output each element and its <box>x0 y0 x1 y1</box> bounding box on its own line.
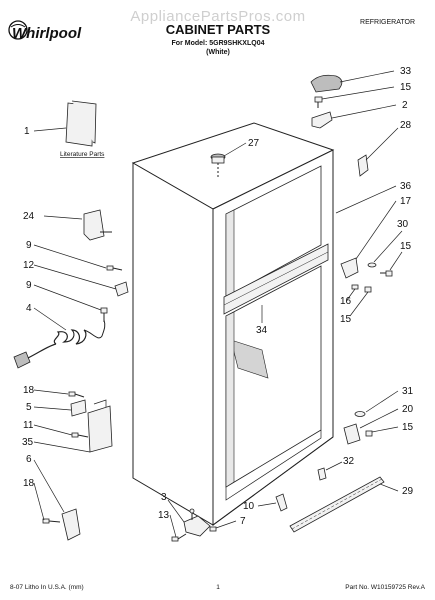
callout-11: 11 <box>23 420 34 431</box>
callout-17: 17 <box>400 196 412 207</box>
model-number: For Model: 5GR9SHKXLQ04 <box>172 40 265 47</box>
part-door-stop-bracket <box>83 209 105 241</box>
part-power-cord <box>13 319 106 369</box>
part-washer-31 <box>354 411 366 417</box>
part-hinge-shim <box>357 154 369 177</box>
callout-35: 35 <box>22 437 34 448</box>
callout-36: 36 <box>400 181 412 192</box>
part-screw-7 <box>209 526 217 532</box>
callout-9b: 9 <box>26 280 32 291</box>
callout-18a: 18 <box>23 385 35 396</box>
part-plug-button <box>210 153 226 178</box>
callout-3: 3 <box>161 492 167 503</box>
callout-16: 16 <box>340 296 352 307</box>
part-screw-18b <box>42 518 61 524</box>
refrigerator-cabinet <box>131 122 335 526</box>
brand-name: Whirlpool <box>12 25 82 42</box>
part-mounting-bracket <box>70 399 87 417</box>
callout-32: 32 <box>343 456 355 467</box>
part-screw-11 <box>71 432 89 438</box>
footer-print-info: 8-07 Litho In U.S.A. (mm) <box>10 584 84 591</box>
part-screw-15-center <box>364 286 372 293</box>
callout-6: 6 <box>26 454 32 465</box>
callout-18b: 18 <box>23 478 35 489</box>
part-screw-18a <box>68 391 85 398</box>
part-bottom-hinge <box>183 515 211 537</box>
callout-4: 4 <box>26 303 32 314</box>
callout-10: 10 <box>243 501 255 512</box>
whirlpool-logo: Whirlpool <box>8 20 82 42</box>
callout-28: 28 <box>400 120 412 131</box>
callout-29: 29 <box>402 486 414 497</box>
part-hinge-pin <box>189 508 195 520</box>
part-roller-bracket <box>275 493 288 512</box>
color-variant: (White) <box>206 49 230 56</box>
part-washer-30 <box>367 262 377 268</box>
leader-lines <box>33 70 403 538</box>
callout-numbers: 1 2 3 4 5 6 7 9 9 10 11 12 13 15 15 15 1… <box>22 66 414 527</box>
part-center-hinge-lower <box>343 423 361 445</box>
part-top-hinge <box>311 111 333 129</box>
callout-7: 7 <box>240 516 246 527</box>
part-screw-top <box>314 96 323 108</box>
part-center-hinge <box>340 257 359 279</box>
part-screw-9a <box>106 265 123 271</box>
callout-5: 5 <box>26 402 32 413</box>
callout-9a: 9 <box>26 240 32 251</box>
footer-part-number: Part No. W10159725 Rev.A <box>345 584 425 591</box>
callout-34: 34 <box>256 325 268 336</box>
part-toe-grille <box>289 476 385 533</box>
callout-15b: 15 <box>400 241 412 252</box>
part-literature: Literature Parts <box>60 100 105 158</box>
callout-30: 30 <box>397 219 409 230</box>
watermark: AppliancePartsPros.com <box>130 8 305 25</box>
footer-page-number: 1 <box>216 584 220 591</box>
page-title: CABINET PARTS <box>166 22 271 37</box>
part-terminal-cover <box>87 405 113 453</box>
callout-12: 12 <box>23 260 35 271</box>
part-grille-clip <box>317 467 327 481</box>
callout-1: 1 <box>24 126 30 137</box>
callout-2: 2 <box>402 100 408 111</box>
callout-15c: 15 <box>340 314 352 325</box>
part-screw-9b <box>100 307 108 322</box>
callout-31: 31 <box>402 386 414 397</box>
part-screw-13 <box>171 533 187 542</box>
literature-parts-label: Literature Parts <box>60 151 105 158</box>
callout-13: 13 <box>158 510 170 521</box>
part-screw-15-lower <box>365 430 373 437</box>
category-label: REFRIGERATOR <box>360 19 415 26</box>
callout-27: 27 <box>248 138 260 149</box>
part-screw-16 <box>351 284 359 290</box>
part-leg-cover <box>61 508 81 541</box>
callout-33: 33 <box>400 66 412 77</box>
callout-15a: 15 <box>400 82 412 93</box>
part-hinge-cover <box>310 74 343 93</box>
callout-15d: 15 <box>402 422 414 433</box>
part-cord-clip <box>114 281 129 297</box>
part-screw-15-right <box>380 270 393 277</box>
callout-20: 20 <box>402 404 414 415</box>
callout-24: 24 <box>23 211 35 222</box>
